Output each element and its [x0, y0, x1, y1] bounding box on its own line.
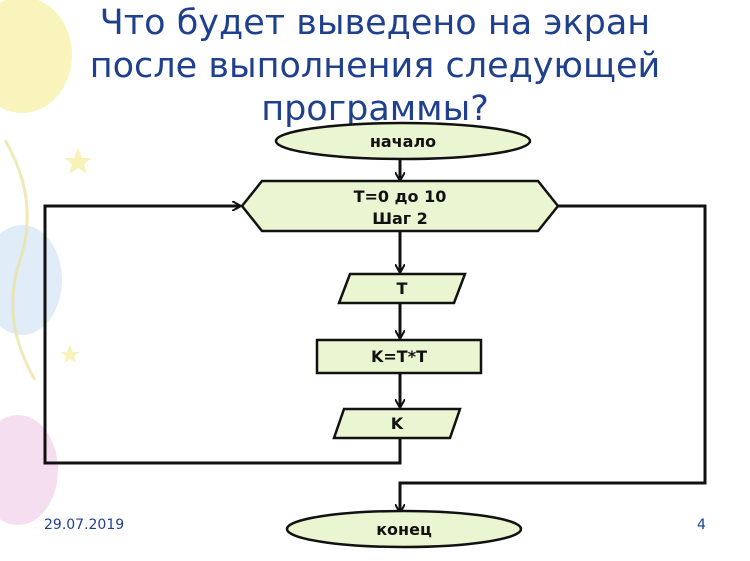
- loop-label-line-1: T=0 до 10: [354, 187, 447, 206]
- end-label: конец: [376, 520, 432, 539]
- process-label: K=T*T: [371, 347, 427, 366]
- slide-title: Что будет выведено на экран после выполн…: [0, 2, 750, 131]
- loop-label-line-2: Шаг 2: [372, 209, 428, 228]
- start-node: [274, 121, 532, 161]
- start-label: начало: [370, 132, 436, 151]
- decor-star: [64, 148, 92, 174]
- decor-streamer: [3, 139, 37, 381]
- title-line-2: после выполнения следующей: [89, 46, 661, 86]
- decor-yellow-balloon: [0, 0, 72, 113]
- decor-star: [60, 345, 80, 363]
- title-line-1: Что будет выведено на экран: [99, 3, 651, 43]
- process-node: [315, 338, 483, 375]
- loop-back-line: [43, 206, 402, 465]
- output-k-node: [332, 407, 462, 440]
- decor-pink-balloon: [0, 415, 58, 525]
- end-node: [285, 509, 523, 549]
- slide-page-number: 4: [697, 517, 706, 533]
- loop-node: [240, 179, 560, 233]
- loop-exit-line: [400, 204, 707, 512]
- output-t-label: T: [397, 279, 408, 298]
- slide-date: 29.07.2019: [44, 517, 125, 533]
- output-t-node: [337, 272, 467, 305]
- output-k-label: K: [391, 414, 404, 433]
